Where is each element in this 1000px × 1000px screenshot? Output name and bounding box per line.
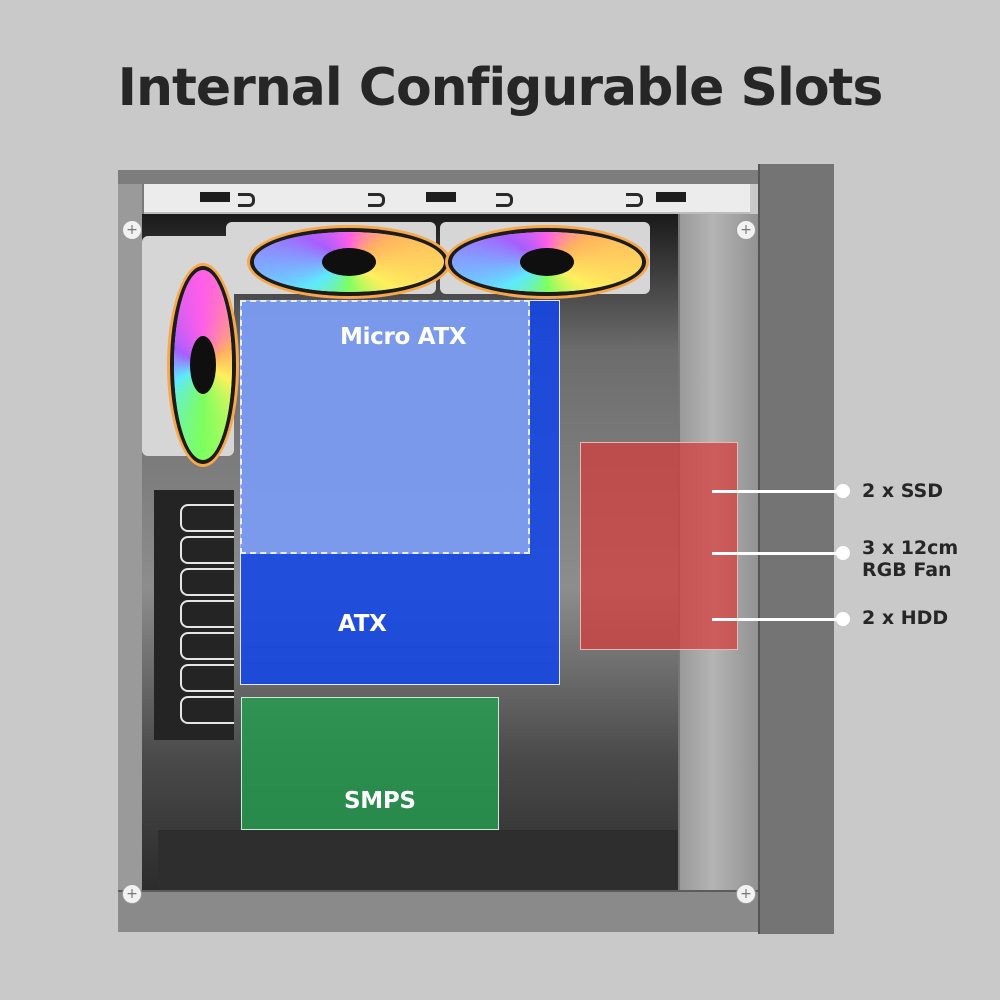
callout-dot (836, 546, 850, 560)
drive-bay-zone (580, 442, 738, 650)
callout-text: 2 x SSD (862, 480, 943, 502)
pci-slot-bracket (180, 664, 234, 692)
callout-line-ssd (712, 484, 850, 498)
callout-dot (836, 612, 850, 626)
case-rear-wall (118, 184, 144, 914)
callout-line-hdd (712, 612, 850, 626)
page-title: Internal Configurable Slots (117, 58, 884, 118)
callout-text: 2 x HDD (862, 607, 949, 629)
case-bottom-rail (118, 890, 758, 932)
mount-hole (626, 193, 643, 207)
case-front-panel (758, 164, 834, 934)
callout-line-fan (712, 546, 850, 560)
fan-hub (520, 248, 574, 276)
top-fan-bracket (130, 184, 750, 214)
thumbscrew-icon: + (122, 884, 142, 904)
mount-hole (368, 193, 385, 207)
mount-hole (496, 193, 513, 207)
callout-label-fan: 3 x 12cm RGB Fan (862, 537, 958, 581)
rgb-fan-icon (254, 232, 444, 292)
vent-slot (656, 192, 686, 202)
callout-text: RGB Fan (862, 559, 952, 581)
pci-slot-bracket (180, 696, 234, 724)
rgb-fan-icon (452, 232, 642, 292)
thumbscrew-icon: + (736, 220, 756, 240)
fan-hub (322, 248, 376, 276)
callout-label-hdd: 2 x HDD (862, 607, 948, 629)
callout-text: 3 x 12cm (862, 537, 959, 559)
pci-slot-bracket (180, 504, 234, 532)
callout-dot (836, 484, 850, 498)
callout-label-ssd: 2 x SSD (862, 480, 943, 502)
pci-slot-bracket (180, 632, 234, 660)
atx-label: ATX (338, 611, 387, 637)
case-top-rail (118, 170, 758, 184)
thumbscrew-icon: + (122, 220, 142, 240)
pci-slot-bracket (180, 568, 234, 596)
rgb-fan-icon (174, 270, 232, 460)
pci-slot-bracket (180, 536, 234, 564)
case-floor (158, 830, 698, 892)
pci-expansion-slots (154, 490, 234, 740)
thumbscrew-icon: + (736, 884, 756, 904)
smps-label: SMPS (344, 788, 416, 814)
pci-slot-bracket (180, 600, 234, 628)
vent-slot (426, 192, 456, 202)
micro-atx-zone: Micro ATX (240, 300, 530, 554)
vent-slot (200, 192, 230, 202)
micro-atx-label: Micro ATX (340, 324, 467, 350)
smps-zone: SMPS (241, 697, 499, 830)
fan-hub (190, 336, 216, 394)
mount-hole (238, 193, 255, 207)
